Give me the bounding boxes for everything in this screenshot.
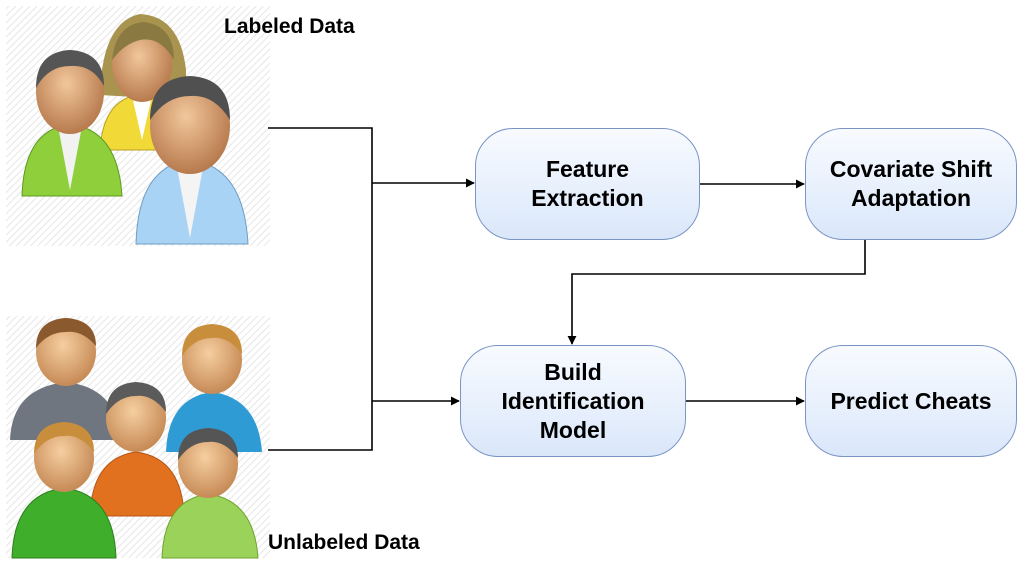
feature-extraction-node: Feature Extraction bbox=[475, 128, 700, 240]
predict-cheats-node: Predict Cheats bbox=[805, 345, 1017, 457]
merge-connector bbox=[268, 127, 373, 451]
arrow-covariate-to-build-model bbox=[567, 240, 866, 345]
connectors bbox=[268, 127, 866, 451]
labeled-users-icon bbox=[21, 14, 249, 245]
build-identification-model-node: Build Identification Model bbox=[460, 345, 686, 457]
labeled-data-label: Labeled Data bbox=[224, 15, 355, 38]
covariate-shift-adaptation-node: Covariate Shift Adaptation bbox=[805, 128, 1017, 240]
unlabeled-data-label: Unlabeled Data bbox=[268, 531, 420, 554]
unlabeled-users-icon bbox=[10, 318, 262, 559]
